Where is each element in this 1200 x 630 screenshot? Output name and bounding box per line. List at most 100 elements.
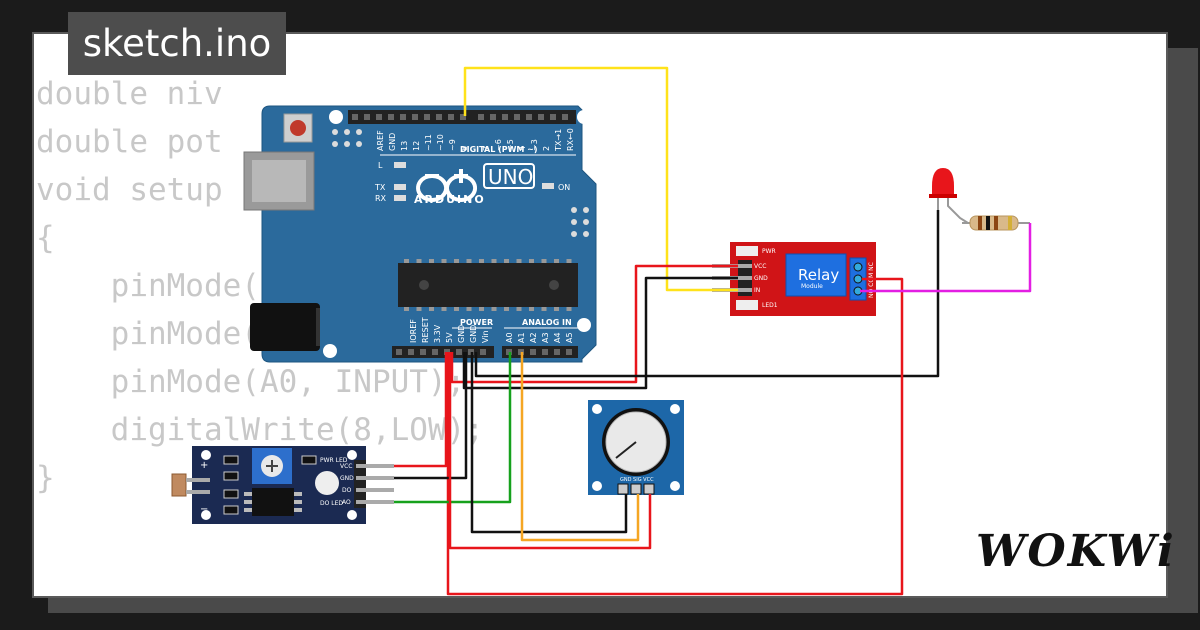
ldr-sensor-module[interactable]: + − PWR LED DO LED VCC GND DO AO	[171, 446, 394, 524]
icsp2-header	[571, 207, 589, 237]
relay-pin-label: IN	[754, 287, 760, 294]
ldr-pin-header	[354, 460, 366, 508]
chip-leg	[416, 259, 422, 263]
chip-leg	[504, 259, 509, 263]
led-on	[542, 183, 554, 189]
relay-pin-label: VCC	[754, 263, 766, 270]
analog-pin-label: A4	[553, 332, 562, 343]
arduino-uno-board[interactable]: AREF GND 13 12 ~11 ~10 ~9 8 7 ~6 ~5 4 ~3…	[243, 105, 597, 363]
digital-pin-label: ~9	[448, 139, 457, 151]
header-pin	[400, 114, 406, 120]
power-pin-label: RESET	[421, 317, 430, 343]
digital-header-label: DIGITAL (PWM ~)	[460, 145, 538, 154]
chip-leg	[429, 307, 434, 311]
adjust-screw-icon	[266, 460, 278, 472]
header-pin	[480, 349, 486, 355]
wire-red-vcc	[450, 264, 738, 384]
chip-leg	[516, 259, 522, 263]
header-pin	[412, 114, 418, 120]
file-tab[interactable]: sketch.ino	[68, 12, 286, 75]
chip-leg	[466, 259, 472, 263]
digital-pin-label: 2	[542, 146, 551, 151]
power-pin-label: Vin	[481, 330, 490, 343]
led-l-label: L	[378, 161, 383, 170]
analog-header-label: ANALOG IN	[522, 318, 572, 327]
chip-leg	[529, 259, 534, 263]
header-pin	[388, 114, 394, 120]
digital-pin-label: 7	[482, 146, 491, 151]
digital-pin-label: RX←0	[566, 128, 575, 151]
digital-pin-label: ~3	[530, 139, 539, 151]
resistor[interactable]	[962, 215, 1030, 231]
wokwi-logo[interactable]: WOKWi	[976, 526, 1176, 577]
chip-leg	[554, 307, 559, 311]
chip-leg	[454, 259, 459, 263]
chip-leg	[566, 259, 572, 263]
code-line: void setup	[36, 172, 223, 208]
analog-pin-label: A3	[541, 332, 550, 343]
chip-leg	[466, 307, 472, 311]
header-pin	[448, 114, 454, 120]
analog-pin-label: A5	[565, 332, 574, 343]
chip-leg	[454, 307, 459, 311]
icsp-header	[332, 129, 362, 147]
power-pin-label: 5V	[445, 332, 454, 343]
arduino-logo-icon	[416, 169, 478, 202]
code-line: double pot	[36, 124, 223, 160]
ldr-photoresistor	[171, 473, 187, 497]
wire-black-gnd	[462, 276, 738, 390]
chip-leg	[566, 307, 572, 311]
header-pin	[562, 114, 568, 120]
chip-leg	[491, 307, 497, 311]
power-pin-label: GND	[457, 325, 466, 343]
chip-leg	[541, 259, 547, 263]
led-tx	[394, 184, 406, 190]
header-pin	[432, 349, 438, 355]
pot-pin-labels: GND SIG VCC	[620, 477, 654, 483]
led-l	[394, 162, 406, 168]
chip-leg	[541, 307, 547, 311]
relay-cube	[785, 253, 847, 297]
wire-magenta	[860, 223, 1032, 293]
analog-pin-label: A2	[529, 332, 538, 343]
relay-contact-label: NO	[868, 289, 875, 298]
digital-pin-label: ~6	[494, 139, 503, 151]
code-line: digitalWrite(8,LOW);	[36, 412, 484, 448]
reset-button-cap[interactable]	[290, 120, 306, 136]
wire-red-ldr-vcc	[394, 352, 448, 468]
header-pin	[542, 349, 548, 355]
relay-module[interactable]: PWR LED1 VCC GND IN Relay Module NO COM …	[712, 242, 876, 316]
header-pin	[436, 114, 442, 120]
wire-black-led	[474, 210, 940, 378]
chip-leg	[441, 307, 447, 311]
digital-pin-label: ~10	[436, 134, 445, 151]
digital-pin-label: AREF	[376, 130, 385, 151]
code-line: pinMode(A0, INPUT);	[36, 364, 466, 400]
led-on-label: ON	[558, 183, 570, 192]
relay-contact-label: NC	[868, 262, 875, 271]
ldr-pwr-led-label: PWR LED	[320, 457, 348, 464]
power-pin-label: IOREF	[409, 319, 418, 343]
header-pin	[502, 114, 508, 120]
ldr-pin-label: AO	[342, 499, 351, 506]
wire-orange	[520, 352, 640, 542]
pot-knob-indicator	[615, 441, 637, 459]
header-pin	[550, 114, 556, 120]
led-tx-label: TX	[374, 183, 386, 192]
chip-leg	[504, 307, 509, 311]
chip-leg	[404, 307, 409, 311]
digital-pin-label: ~11	[424, 134, 433, 151]
wire-red-com	[446, 277, 904, 596]
ldr-pin-label: VCC	[340, 463, 352, 470]
header-pin	[530, 349, 536, 355]
analog-pin-label: A0	[505, 332, 514, 343]
chip-leg	[479, 259, 484, 263]
red-led[interactable]	[929, 168, 969, 224]
potentiometer[interactable]: GND SIG VCC	[588, 400, 684, 495]
header-pin	[352, 114, 358, 120]
digital-pin-label: ~5	[506, 139, 515, 151]
header-pin	[554, 349, 560, 355]
header-pin	[424, 114, 430, 120]
wire-green	[394, 352, 512, 504]
chip-leg	[529, 307, 534, 311]
